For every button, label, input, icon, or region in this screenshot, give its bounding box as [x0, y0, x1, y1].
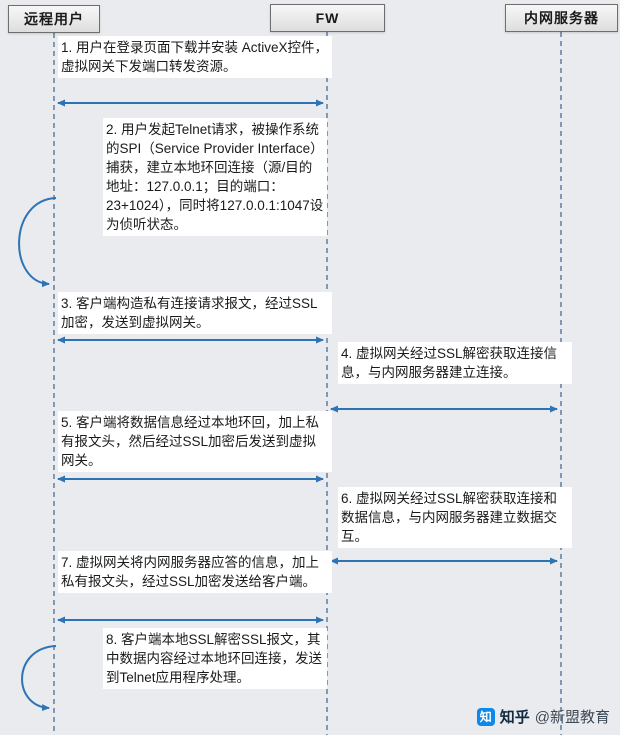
step-5-text: 5. 客户端将数据信息经过本地环回，加上私有报文头，然后经过SSL加密后发送到虚…	[58, 411, 332, 472]
step-8-text: 8. 客户端本地SSL解密SSL报文，其中数据内容经过本地环回连接，发送到Tel…	[103, 628, 327, 689]
step-3-text: 3. 客户端构造私有连接请求报文，经过SSL加密，发送到虚拟网关。	[58, 292, 332, 334]
step-6-text: 6. 虚拟网关经过SSL解密获取连接和数据信息，与内网服务器建立数据交互。	[338, 487, 572, 548]
actor-intranet-server: 内网服务器	[505, 4, 618, 32]
actor-intranet-server-label: 内网服务器	[524, 10, 599, 26]
loop-arrow-step-2	[18, 197, 57, 288]
step-1-text: 1. 用户在登录页面下载并安装 ActiveX控件，虚拟网关下发端口转发资源。	[58, 36, 332, 78]
actor-firewall-label: FW	[315, 10, 340, 26]
watermark-handle: @新盟教育	[534, 709, 610, 726]
watermark: 知 知乎 @新盟教育	[476, 706, 610, 727]
actor-remote-user-label: 远程用户	[24, 11, 84, 27]
step-4-text: 4. 虚拟网关经过SSL解密获取连接信息，与内网服务器建立连接。	[338, 342, 572, 384]
step-7-text: 7. 虚拟网关将内网服务器应答的信息，加上私有报文头，经过SSL加密发送给客户端…	[58, 551, 332, 593]
step-2-text: 2. 用户发起Telnet请求，被操作系统的SPI（Service Provid…	[103, 118, 327, 236]
actor-remote-user: 远程用户	[8, 5, 100, 33]
actor-firewall: FW	[270, 4, 385, 32]
watermark-brand: 知乎	[499, 709, 530, 726]
loop-arrow-step-8	[21, 645, 57, 712]
zhihu-logo-icon: 知	[476, 707, 495, 726]
